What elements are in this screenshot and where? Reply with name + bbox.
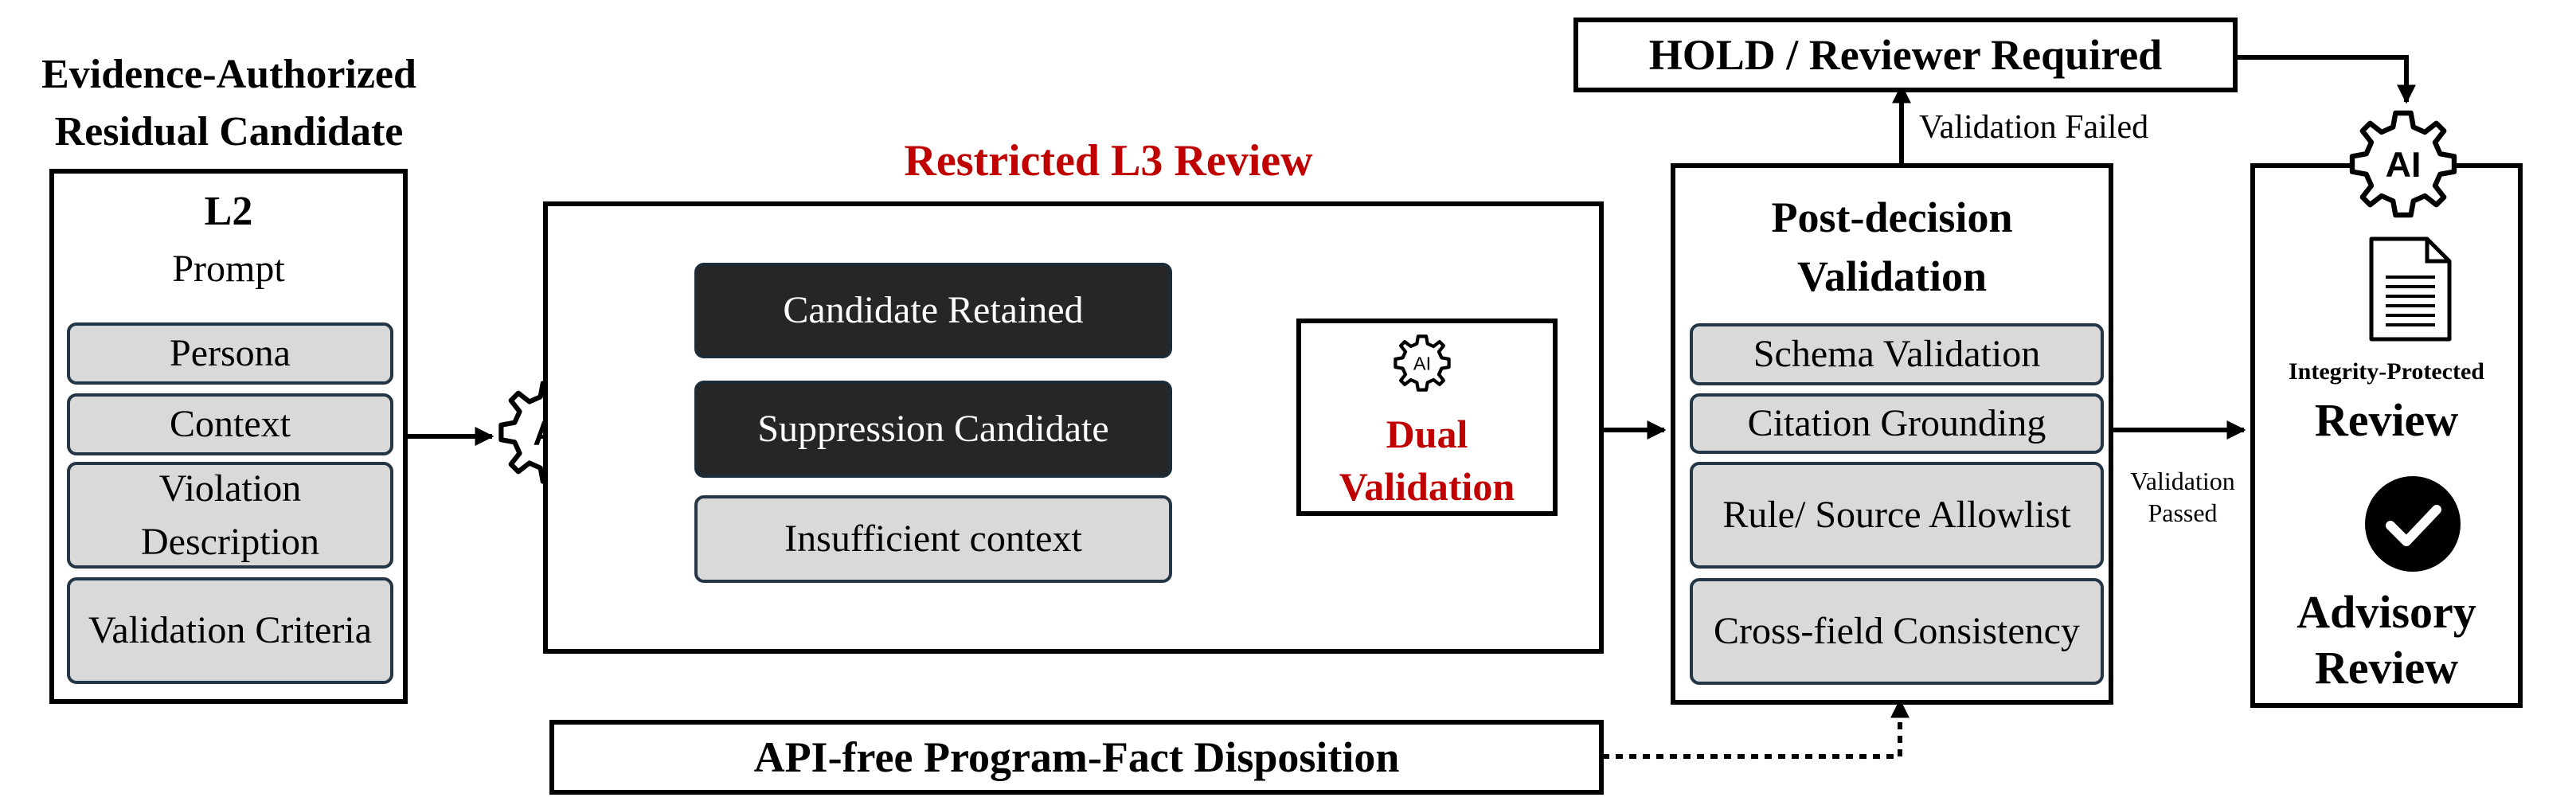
- advisory-line1: Advisory: [2297, 586, 2476, 638]
- integrity-protected-label: Integrity-Protected: [2288, 358, 2484, 385]
- post-item-citation-grounding: Citation Grounding: [1690, 393, 2104, 454]
- api-free-box: [549, 720, 1604, 795]
- validation-failed-label: Validation Failed: [1919, 109, 2149, 146]
- post-decision-title-line1: Post-decision: [1771, 193, 2013, 241]
- left-heading: Evidence-Authorized Residual Candidate: [0, 46, 458, 161]
- outcome-candidate-retained: Candidate Retained: [694, 263, 1172, 358]
- l2-item-validation-criteria: Validation Criteria: [67, 577, 393, 684]
- arrow-apifree-to-post: [1602, 698, 1910, 759]
- arrow-hold-to-output: [2236, 55, 2416, 104]
- svg-text:AI: AI: [2386, 145, 2422, 185]
- l2-subtitle: Prompt: [172, 248, 285, 290]
- dual-validation-line2: Validation: [1339, 464, 1515, 509]
- hold-box: [1573, 18, 2238, 92]
- left-heading-line1: Evidence-Authorized: [41, 52, 416, 97]
- l2-item-context: Context: [67, 393, 393, 455]
- hold-label: HOLD / Reviewer Required: [1648, 31, 2163, 79]
- dual-validation-line1: Dual: [1386, 412, 1468, 456]
- dual-validation-gear-icon: AI: [1394, 334, 1451, 392]
- l2-item-violation-description: Violation Description: [67, 462, 393, 569]
- l2-item-persona: Persona: [67, 322, 393, 385]
- post-item-cross-field-consistency: Cross-field Consistency: [1690, 578, 2104, 685]
- post-decision-title: Post-decision Validation: [1671, 188, 2113, 306]
- validation-passed-label: Validation Passed: [2130, 467, 2235, 527]
- post-item-schema-validation: Schema Validation: [1690, 323, 2104, 385]
- outcome-suppression-candidate: Suppression Candidate: [694, 381, 1172, 478]
- svg-text:AI: AI: [1413, 353, 1431, 373]
- review-label: Review: [2314, 394, 2459, 446]
- l3-review-title: Restricted L3 Review: [904, 136, 1313, 186]
- advisory-line2: Review: [2314, 642, 2459, 694]
- outcome-insufficient-context: Insufficient context: [694, 495, 1172, 583]
- post-item-rule-source-allowlist: Rule/ Source Allowlist: [1690, 462, 2104, 569]
- left-heading-line2: Residual Candidate: [54, 109, 404, 154]
- dual-validation-box: [1296, 319, 1558, 516]
- dual-validation-label: Dual Validation: [1296, 408, 1558, 513]
- l2-title: L2: [204, 189, 253, 234]
- document-icon: [2369, 236, 2452, 342]
- api-free-label: API-free Program-Fact Disposition: [753, 733, 1400, 781]
- advisory-review-label: Advisory Review: [2250, 584, 2523, 696]
- checkmark-icon: [2365, 476, 2461, 572]
- output-ai-gear-icon: AI: [2349, 110, 2457, 218]
- post-decision-title-line2: Validation: [1796, 252, 1988, 300]
